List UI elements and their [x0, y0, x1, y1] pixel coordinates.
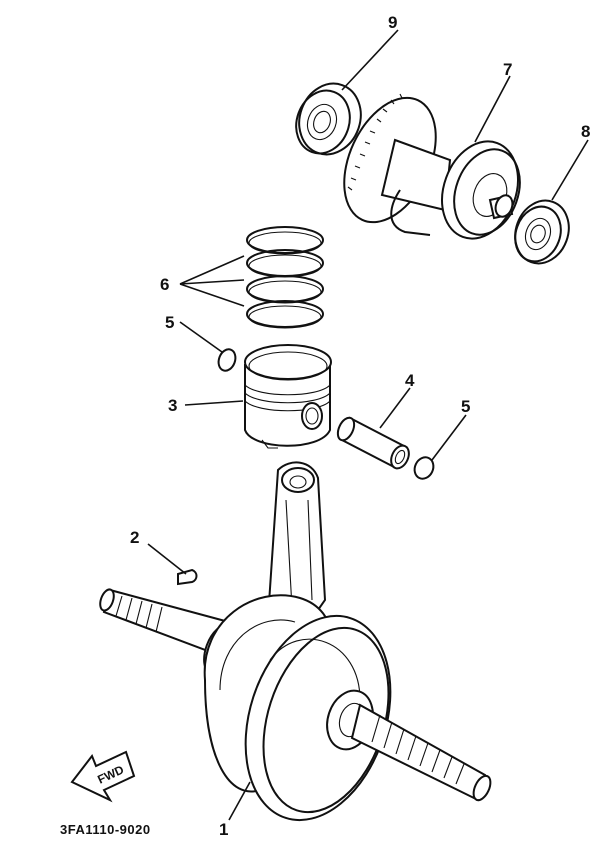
callout-6: 6 [160, 275, 169, 294]
fwd-arrow-icon: FWD [70, 750, 136, 803]
callout-5-left: 5 [165, 313, 174, 332]
circlip-part-5-left [217, 348, 237, 372]
callout-numbers: 9 7 8 6 5 3 4 5 2 1 [130, 13, 590, 839]
bearing-part-9 [295, 82, 362, 156]
callout-7: 7 [503, 60, 512, 79]
crankshaft-part-1 [99, 461, 492, 822]
callout-4: 4 [405, 371, 415, 390]
callout-2: 2 [130, 528, 139, 547]
piston-part-3 [244, 344, 332, 449]
leader-lines [147, 29, 589, 821]
piston-rings-part-6 [246, 226, 324, 329]
piston-pin-part-4 [336, 416, 410, 470]
circlip-part-5-right [413, 456, 435, 480]
woodruff-key-part-2 [177, 568, 198, 586]
callout-1: 1 [219, 820, 228, 839]
drawing-code: 3FA1110-9020 [60, 822, 151, 837]
callout-3: 3 [168, 396, 177, 415]
balancer-assembly-part-7 [343, 93, 521, 240]
callout-8: 8 [581, 122, 590, 141]
bearing-part-8 [514, 199, 570, 265]
callout-9: 9 [388, 13, 397, 32]
callout-5-right: 5 [461, 397, 470, 416]
